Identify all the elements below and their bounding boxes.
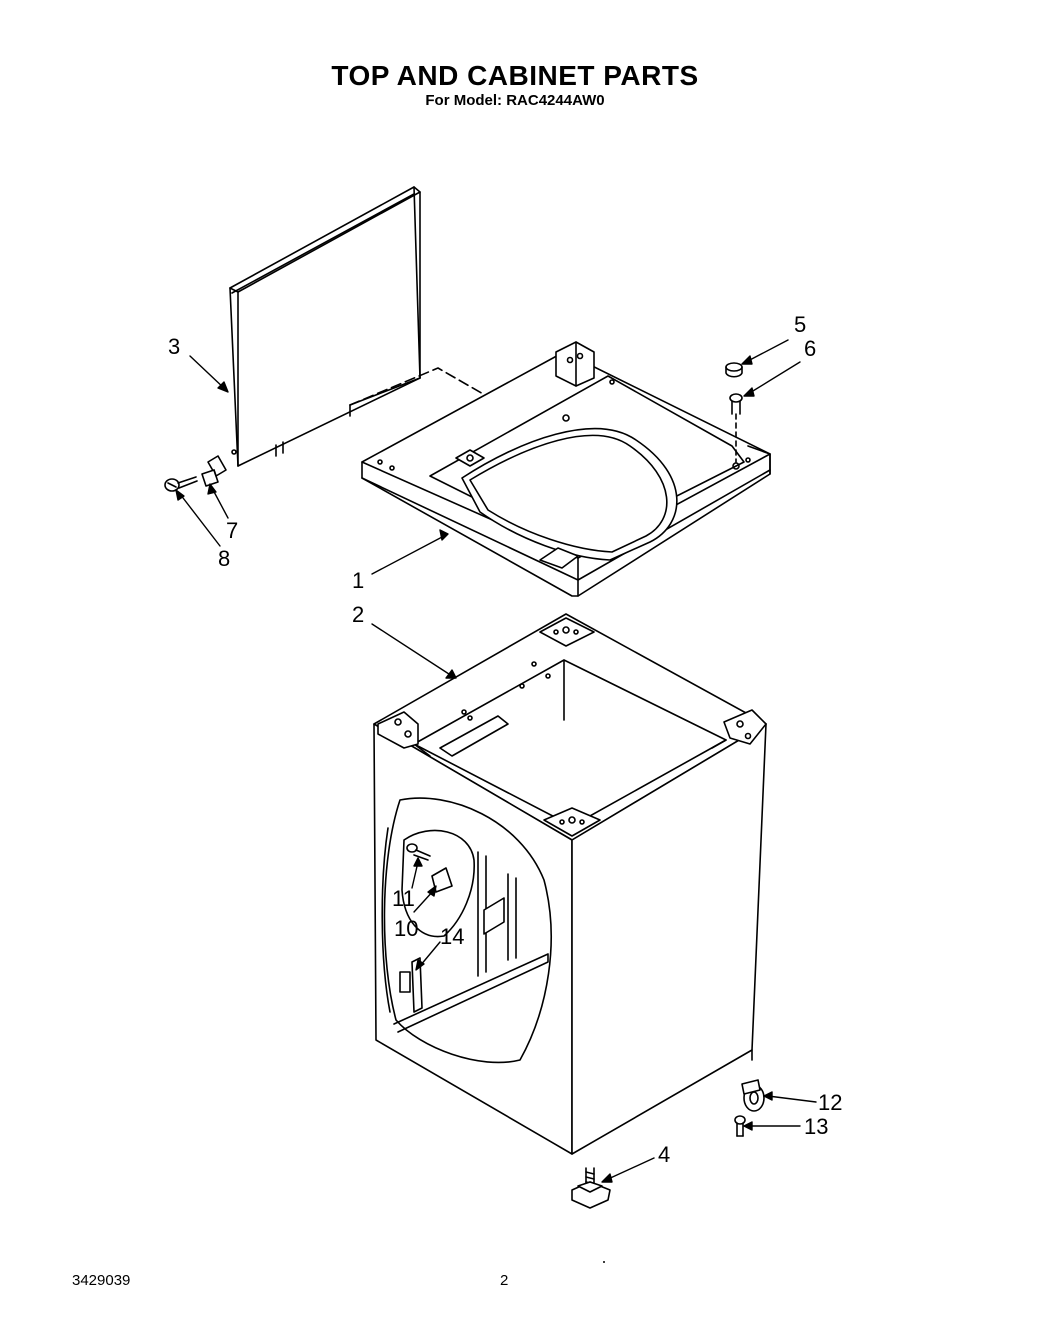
leveling-leg [571,1167,611,1209]
caster-wheel [741,1079,765,1112]
plug-cap [725,362,743,378]
hinge-bracket [201,455,227,487]
caster-screw [734,1115,746,1137]
callout-4: 4 [658,1142,670,1167]
callout-3: 3 [168,334,180,359]
top-screw [729,393,743,463]
model-subtitle: For Model: RAC4244AW0 [425,92,605,109]
top-lid-panel [229,186,421,467]
hinge-screw [164,476,198,492]
cabinet [373,613,767,1155]
leader-lines [175,339,817,1183]
callout-5: 5 [794,312,806,337]
callout-7: 7 [226,518,238,543]
callout-11: 11 [392,886,415,911]
page-number: 2 [500,1272,509,1289]
callout-1: 1 [352,568,364,593]
callout-2: 2 [352,602,364,627]
callout-13: 13 [804,1114,828,1139]
top-frame [349,341,771,597]
callout-6: 6 [804,336,816,361]
callout-14: 14 [440,924,464,949]
page-title: TOP AND CABINET PARTS [331,60,699,91]
callout-12: 12 [818,1090,842,1115]
callout-8: 8 [218,546,230,571]
callout-10: 10 [394,916,418,941]
document-number: 3429039 [72,1272,131,1289]
